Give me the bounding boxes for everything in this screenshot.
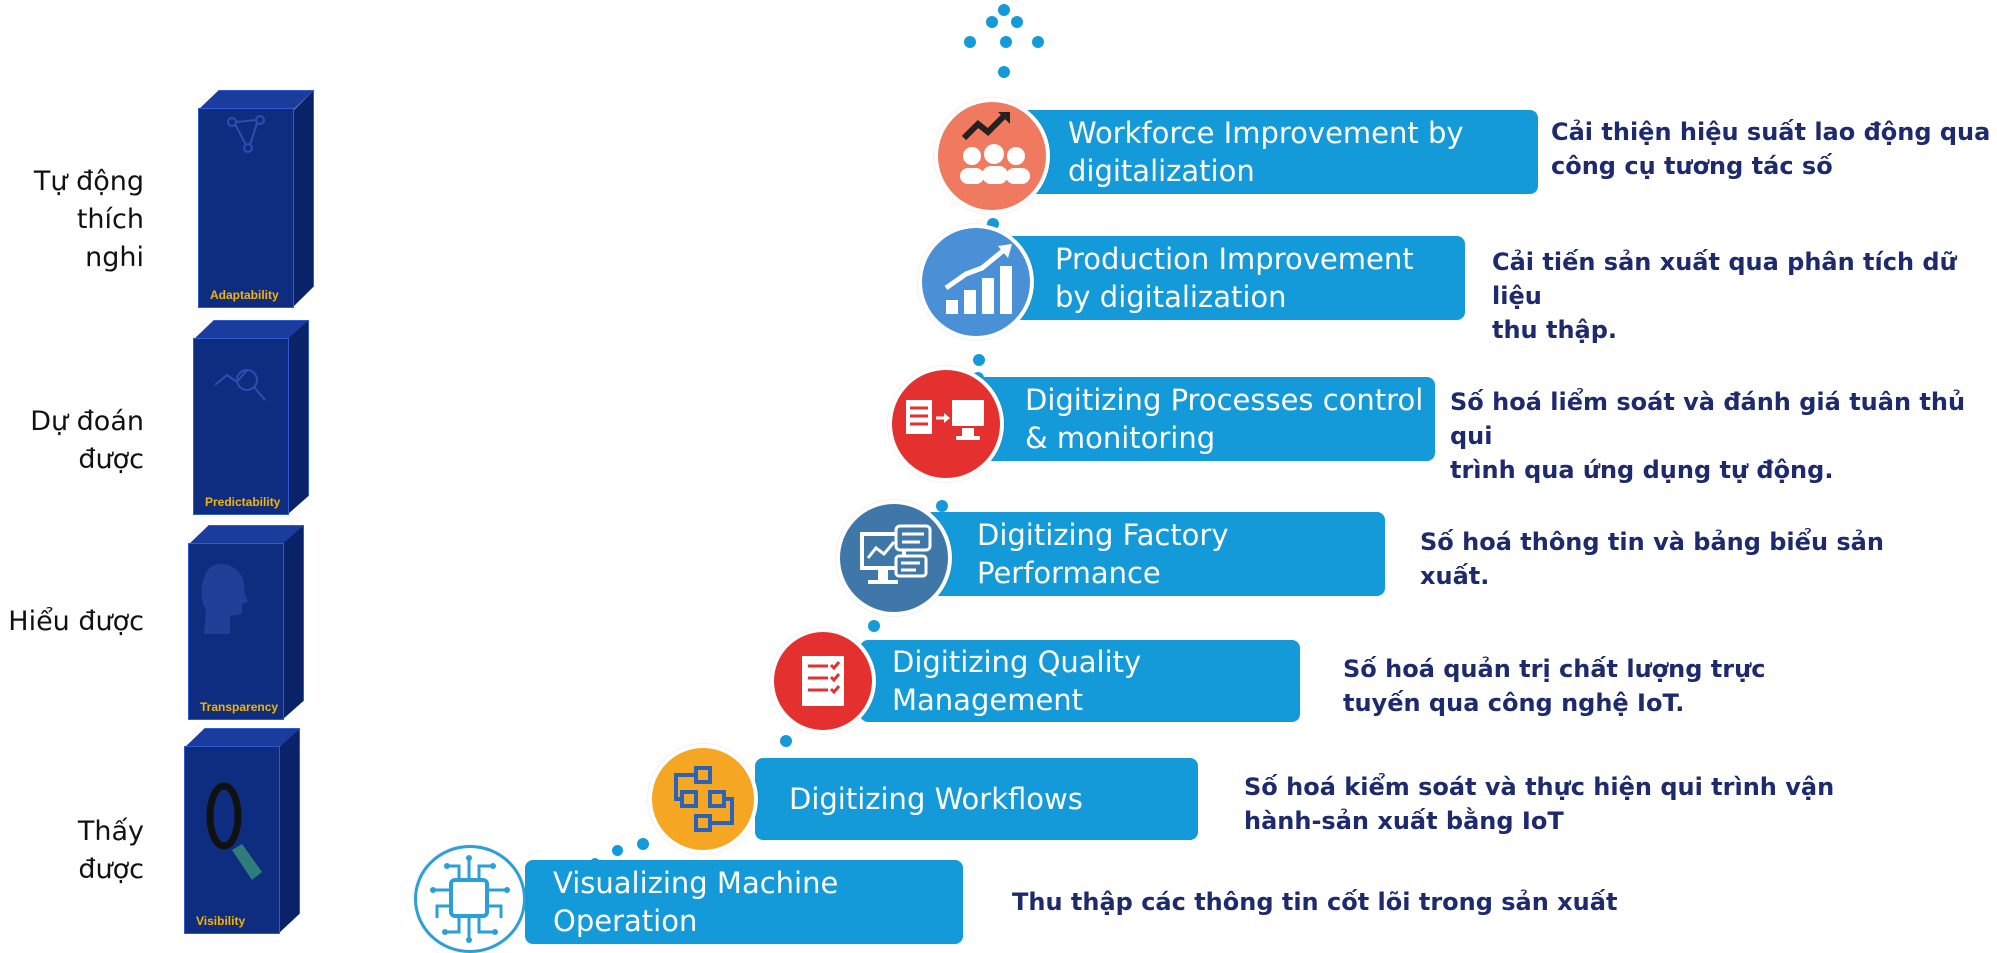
step-title-line: Performance [977, 556, 1161, 590]
step-desc-line: Số hoá quản trị chất lượng trực [1343, 655, 1766, 683]
step-bar-factory: Digitizing Factory Performance [925, 512, 1385, 596]
pillar-adaptability: Adaptability [198, 90, 314, 308]
connector-dot [780, 735, 792, 747]
step-title-line: & monitoring [1025, 421, 1216, 455]
step-bar-processes: Digitizing Processes control & monitorin… [975, 377, 1435, 461]
monitor-dashboard-icon [860, 524, 932, 584]
level-label-line: Thấy được [77, 816, 144, 885]
step-title-line: Digitizing Factory [977, 518, 1229, 552]
step-icon-factory [836, 500, 952, 616]
step-desc-line: hành-sản xuất bằng IoT [1244, 807, 1564, 835]
step-desc-line: tuyến qua công nghệ IoT. [1343, 689, 1685, 717]
step-title-line: Visualizing Machine [553, 866, 839, 900]
connector-dot [868, 620, 880, 632]
connector-dot [964, 36, 976, 48]
step-bar-quality: Digitizing Quality Management [860, 640, 1300, 722]
level-label-line: Tự động [33, 166, 144, 197]
step-title-line: Digitizing Processes control [1025, 383, 1424, 417]
connector-dot [936, 500, 948, 512]
workflow-icon [674, 766, 734, 832]
level-label-line: được [78, 444, 144, 475]
step-bar-production: Production Improvement by digitalization [1005, 236, 1465, 320]
step-desc-production: Cải tiến sản xuất qua phân tích dữ liệu … [1492, 245, 1997, 347]
step-title-line: digitalization [1068, 154, 1255, 188]
step-desc-workflows: Số hoá kiểm soát và thực hiện qui trình … [1244, 770, 1834, 838]
step-title-line: by digitalization [1055, 280, 1287, 314]
step-desc-factory: Số hoá thông tin và bảng biểu sản xuất. [1420, 525, 1884, 593]
step-desc-line: Cải thiện hiệu suất lao động qua [1551, 118, 1991, 146]
network-icon [227, 115, 265, 153]
magnifying-glass-icon [206, 782, 262, 880]
step-bar-workforce: Workforce Improvement by digitalization [1020, 110, 1538, 194]
step-title-line: Digitizing Quality [892, 645, 1142, 679]
step-title-line: Management [892, 683, 1084, 717]
step-desc-quality: Số hoá quản trị chất lượng trực tuyến qu… [1343, 652, 1765, 720]
magnifier-trend-icon [214, 369, 266, 401]
level-label-line: Hiểu được [8, 606, 144, 637]
checklist-icon [802, 656, 844, 706]
step-desc-line: trình qua ứng dụng tự động. [1450, 456, 1834, 484]
step-icon-processes [888, 366, 1004, 482]
step-desc-line: Số hoá thông tin và bảng biểu sản [1420, 528, 1884, 556]
connector-dot [998, 66, 1010, 78]
pillar-label: Transparency [200, 700, 279, 714]
step-desc-line: xuất. [1420, 562, 1490, 590]
connector-dot [1032, 36, 1044, 48]
step-desc-line: Cải tiến sản xuất qua phân tích dữ liệu [1492, 248, 1957, 310]
step-icon-visualizing [414, 845, 526, 953]
step-title-line: Production Improvement [1055, 242, 1414, 276]
step-icon-quality [770, 628, 876, 734]
head-profile-icon [201, 564, 248, 634]
level-label-adaptability: Tự động thích nghi [20, 163, 144, 277]
step-title-line: Digitizing Workflows [789, 782, 1083, 816]
level-label-line: Dự đoán [30, 406, 144, 437]
step-desc-visualizing: Thu thập các thông tin cốt lõi trong sản… [1012, 885, 1617, 919]
step-icon-production [918, 224, 1034, 340]
step-desc-line: Số hoá liểm soát và đánh giá tuân thủ qu… [1450, 388, 1966, 450]
step-desc-line: Thu thập các thông tin cốt lõi trong sản… [1012, 888, 1618, 916]
step-desc-line: công cụ tương tác số [1551, 152, 1833, 180]
pillar-predictability: Predictability [193, 320, 309, 515]
step-bar-workflows: Digitizing Workflows [755, 758, 1198, 840]
step-bar-visualizing: Visualizing Machine Operation [525, 860, 963, 944]
connector-dot [1011, 16, 1023, 28]
step-desc-workforce: Cải thiện hiệu suất lao động qua công cụ… [1551, 115, 1990, 183]
step-icon-workforce [934, 98, 1050, 214]
circuit-chip-icon [430, 855, 510, 943]
level-label-predictability: Dự đoán được [20, 403, 144, 479]
connector-dot [637, 838, 649, 850]
level-label-transparency: Hiểu được [4, 603, 144, 641]
workforce-growth-icon [960, 112, 1030, 184]
step-title-line: Operation [553, 904, 698, 938]
level-label-line: thích [76, 204, 144, 235]
connector-dot [986, 16, 998, 28]
pillar-visibility: Visibility [184, 728, 300, 934]
connector-dot [973, 354, 985, 366]
pillar-label: Visibility [196, 914, 246, 928]
step-title-line: Workforce Improvement by [1068, 116, 1464, 150]
pillar-label: Adaptability [210, 288, 279, 302]
step-desc-line: Số hoá kiểm soát và thực hiện qui trình … [1244, 773, 1835, 801]
connector-dot [1000, 36, 1012, 48]
pillar-label: Predictability [205, 495, 281, 509]
connector-dot [998, 4, 1010, 16]
rising-bar-chart-icon [944, 244, 1012, 314]
pillar-transparency: Transparency [188, 525, 304, 720]
connector-dot [612, 845, 623, 856]
step-icon-workflows [648, 744, 758, 854]
document-to-computer-icon [906, 400, 984, 440]
step-desc-processes: Số hoá liểm soát và đánh giá tuân thủ qu… [1450, 385, 1997, 487]
level-label-line: nghi [85, 242, 144, 273]
step-desc-line: thu thập. [1492, 316, 1618, 344]
level-label-visibility: Thấy được [4, 813, 144, 889]
